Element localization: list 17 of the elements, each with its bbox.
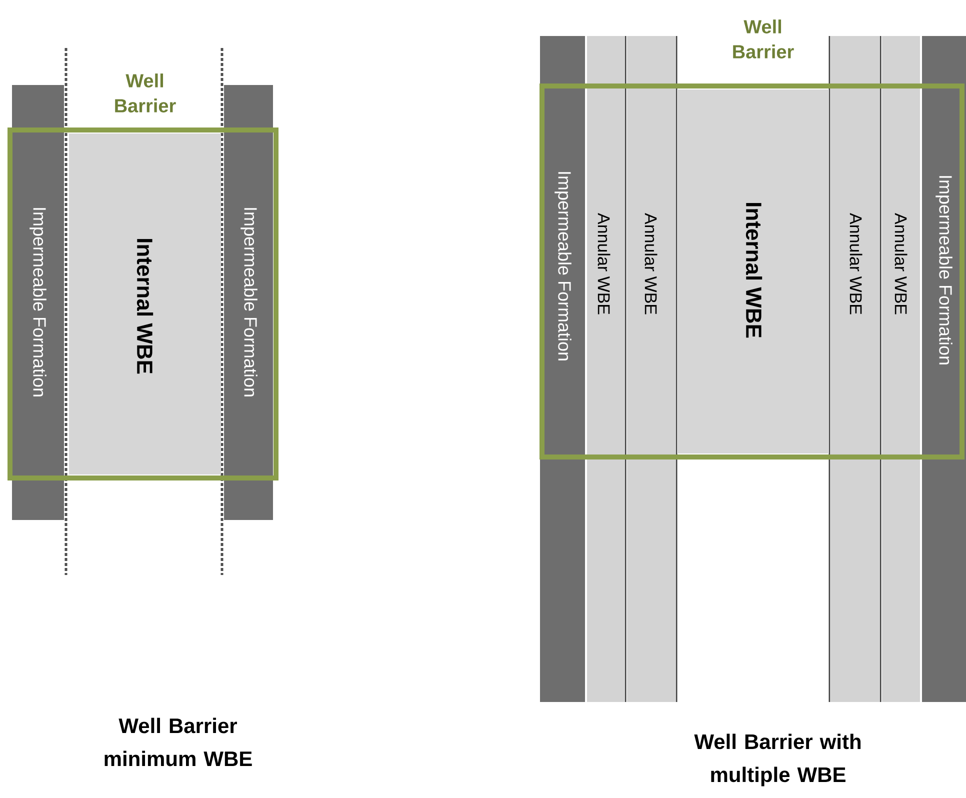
node-label: Internal WBE xyxy=(746,203,762,338)
formation-bar: Impermeable Formation xyxy=(12,85,64,520)
node-label: Annular WBE xyxy=(850,213,862,314)
formation-bar: Impermeable Formation xyxy=(224,85,273,520)
annular-bar: Annular WBE xyxy=(830,36,880,702)
node-label: Well Barrier xyxy=(115,74,176,112)
formation-bar: Impermeable Formation xyxy=(922,36,966,702)
node-label: Well Barrier xyxy=(733,20,794,58)
annular-bar: Annular WBE xyxy=(587,36,625,702)
caption: Well Barrier minimum WBE xyxy=(104,718,252,766)
node-label: Annular WBE xyxy=(644,213,658,314)
caption: Well Barrier with multiple WBE xyxy=(694,734,861,786)
formation-bar: Impermeable Formation xyxy=(540,36,585,702)
annular-bar: Annular WBE xyxy=(882,36,920,702)
internal-region: Internal WBE xyxy=(69,134,221,474)
annular-bar: Annular WBE xyxy=(627,36,676,702)
internal-region: Internal WBE xyxy=(677,90,829,454)
